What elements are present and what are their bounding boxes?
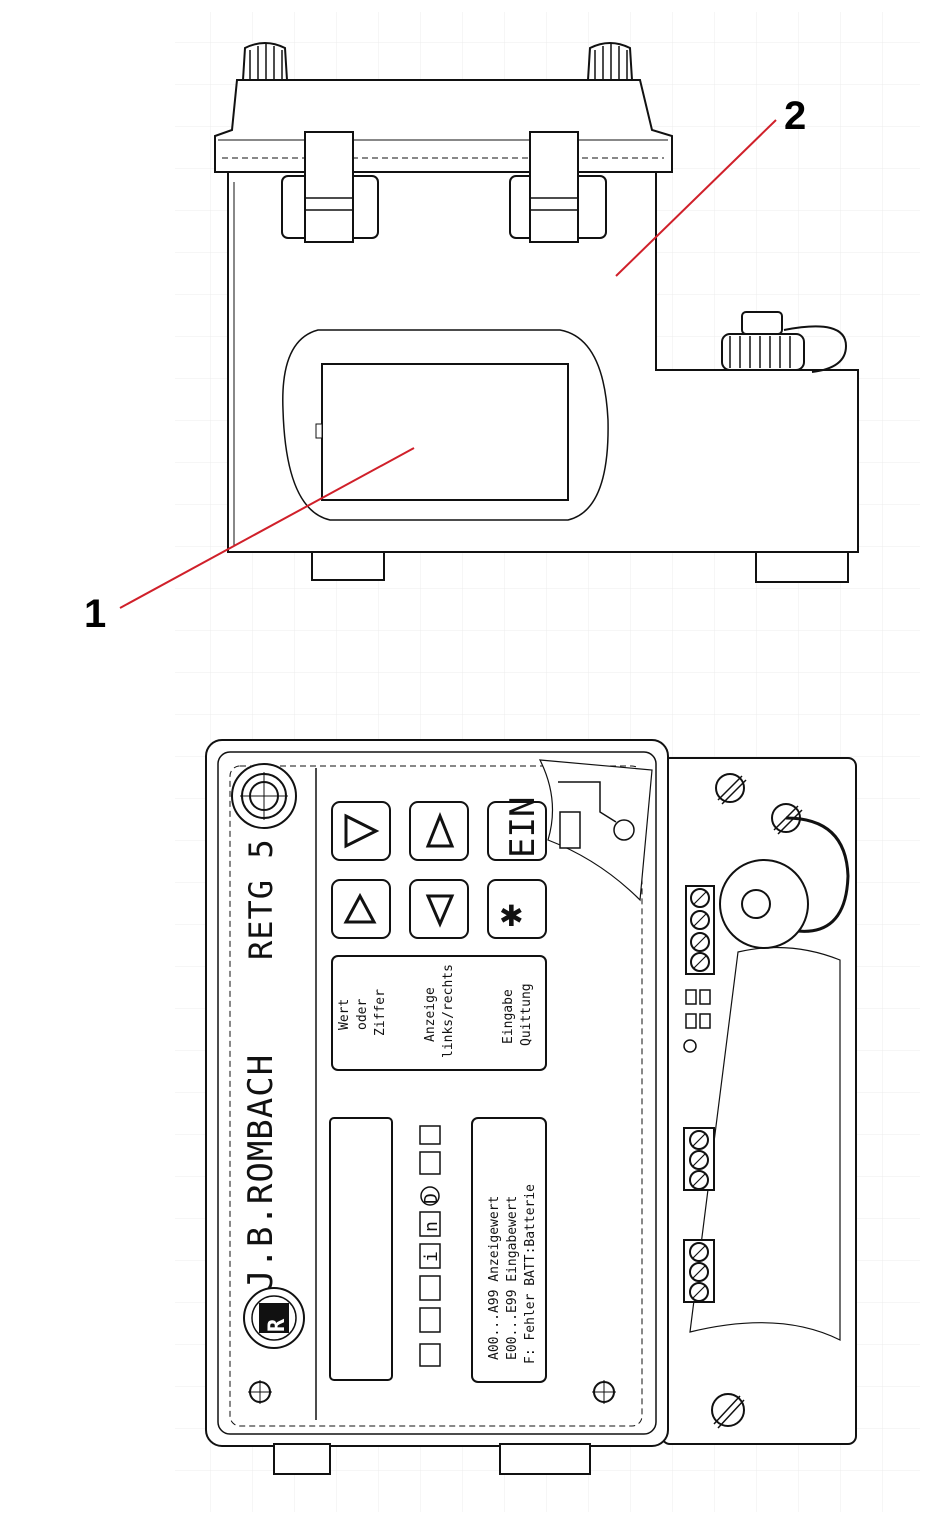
left-latch xyxy=(281,131,379,243)
foot-right xyxy=(755,551,849,583)
label-quittung: Quittung xyxy=(519,983,534,1046)
screw-top xyxy=(715,773,747,805)
callout-1: 1 xyxy=(84,592,107,636)
callout-2: 2 xyxy=(784,94,807,138)
logo-badge xyxy=(243,1287,305,1349)
status-icon-i: i xyxy=(421,1251,442,1262)
legend-text: A00...A99 Anzeigewert E00...E99 Eingabew… xyxy=(487,1184,538,1364)
logo-letter: R xyxy=(265,1318,290,1332)
key-ein-label: EIN xyxy=(503,797,543,858)
status-icon-n: n xyxy=(421,1221,442,1232)
brand-label: J.B.ROMBACH xyxy=(241,1054,281,1290)
key-left-a[interactable] xyxy=(331,879,391,939)
cross-marker-left xyxy=(248,1380,272,1404)
front-knob xyxy=(231,763,297,829)
legend-panel xyxy=(471,1117,547,1383)
key-ein[interactable] xyxy=(487,801,547,861)
leader-line-2 xyxy=(615,119,777,277)
status-icon-text: i n D xyxy=(421,1193,442,1262)
label-anzeige: Anzeige xyxy=(423,987,438,1042)
terminal-strip-3 xyxy=(683,1239,715,1303)
lcd-display xyxy=(329,1117,393,1381)
terminal-strip-1 xyxy=(685,885,715,975)
label-ziffer: Ziffer xyxy=(373,989,388,1036)
label-oder: oder xyxy=(355,999,370,1030)
side-view xyxy=(214,42,859,583)
legend-line-2: E00...E99 Eingabewert xyxy=(505,1196,520,1360)
legend-line-1: A00...A99 Anzeigewert xyxy=(487,1196,502,1360)
terminal-strip-2 xyxy=(683,1127,715,1191)
cable-connector xyxy=(721,311,848,373)
status-icon-d: D xyxy=(421,1193,442,1204)
key-down[interactable] xyxy=(409,879,469,939)
foot-left xyxy=(311,551,385,581)
key-right-a[interactable] xyxy=(331,801,391,861)
keypad-text: EIN ✱ Wert oder Ziffer Anzeige links/rec… xyxy=(337,797,543,1058)
front-cover xyxy=(205,739,669,1447)
display-window xyxy=(321,363,569,501)
key-star-label: ✱ xyxy=(500,891,523,935)
left-knob xyxy=(241,42,289,81)
right-knob xyxy=(586,42,634,81)
label-wert: Wert xyxy=(337,999,352,1030)
key-star[interactable] xyxy=(487,879,547,939)
model-label: RETG 5 xyxy=(242,838,280,960)
legend-line-3: F: Fehler BATT:Batterie xyxy=(523,1184,538,1364)
leader-line-1 xyxy=(119,447,415,609)
screw-bottom xyxy=(711,1393,745,1429)
instruction-panel xyxy=(331,955,547,1071)
status-icons xyxy=(419,1125,441,1367)
key-up[interactable] xyxy=(409,801,469,861)
brand-text-group: J.B.ROMBACH RETG 5 R xyxy=(241,838,290,1332)
front-view xyxy=(205,739,857,1475)
label-links-rechts: links/rechts xyxy=(441,964,456,1058)
right-latch xyxy=(509,131,607,243)
cross-marker-right xyxy=(592,1380,616,1404)
label-eingabe: Eingabe xyxy=(501,989,516,1044)
